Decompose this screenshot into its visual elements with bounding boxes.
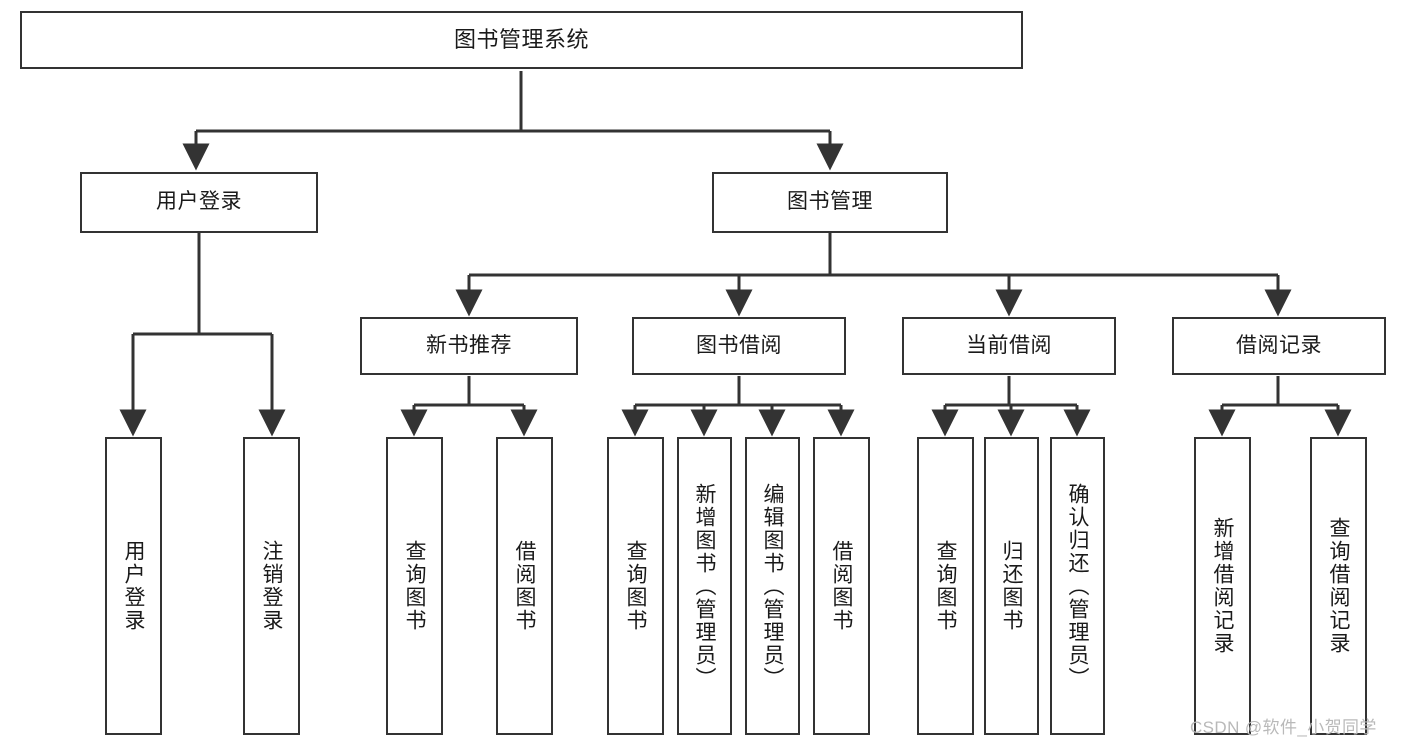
- leaf-logout-login[interactable]: 注销登录: [243, 437, 300, 735]
- node-book-management-label: 图书管理: [787, 190, 873, 214]
- leaf-query-book-2-label: 查询图书: [624, 540, 647, 632]
- leaf-add-record-label: 新增借阅记录: [1211, 517, 1234, 655]
- node-book-borrow[interactable]: 图书借阅: [632, 317, 846, 375]
- leaf-query-book-3[interactable]: 查询图书: [917, 437, 974, 735]
- leaf-query-book-3-label: 查询图书: [934, 540, 957, 632]
- leaf-query-record-label: 查询借阅记录: [1327, 517, 1350, 655]
- node-current-borrow-label: 当前借阅: [966, 333, 1052, 357]
- leaf-confirm-return[interactable]: 确认归还（管理员）: [1050, 437, 1105, 735]
- leaf-borrow-book-1-label: 借阅图书: [513, 540, 536, 632]
- leaf-add-book[interactable]: 新增图书（管理员）: [677, 437, 732, 735]
- leaf-edit-book-label: 编辑图书（管理员）: [761, 482, 784, 690]
- leaf-query-record[interactable]: 查询借阅记录: [1310, 437, 1367, 735]
- node-new-book-recommend[interactable]: 新书推荐: [360, 317, 578, 375]
- leaf-query-book-1[interactable]: 查询图书: [386, 437, 443, 735]
- leaf-add-book-label: 新增图书（管理员）: [693, 482, 716, 690]
- leaf-borrow-book-2[interactable]: 借阅图书: [813, 437, 870, 735]
- leaf-user-login[interactable]: 用户登录: [105, 437, 162, 735]
- node-root-label: 图书管理系统: [453, 27, 589, 53]
- node-user-login-label: 用户登录: [156, 190, 242, 214]
- leaf-query-book-1-label: 查询图书: [403, 540, 426, 632]
- node-root[interactable]: 图书管理系统: [20, 11, 1023, 69]
- leaf-confirm-return-label: 确认归还（管理员）: [1066, 482, 1089, 690]
- leaf-return-book-label: 归还图书: [1000, 540, 1023, 632]
- leaf-return-book[interactable]: 归还图书: [984, 437, 1039, 735]
- node-book-borrow-label: 图书借阅: [696, 333, 782, 357]
- leaf-query-book-2[interactable]: 查询图书: [607, 437, 664, 735]
- node-borrow-record[interactable]: 借阅记录: [1172, 317, 1386, 375]
- leaf-user-login-label: 用户登录: [122, 540, 145, 632]
- leaf-edit-book[interactable]: 编辑图书（管理员）: [745, 437, 800, 735]
- node-user-login[interactable]: 用户登录: [80, 172, 318, 233]
- leaf-borrow-book-2-label: 借阅图书: [830, 540, 853, 632]
- leaf-add-record[interactable]: 新增借阅记录: [1194, 437, 1251, 735]
- node-book-management[interactable]: 图书管理: [712, 172, 948, 233]
- leaf-logout-login-label: 注销登录: [260, 540, 283, 632]
- node-new-book-recommend-label: 新书推荐: [426, 333, 512, 357]
- node-current-borrow[interactable]: 当前借阅: [902, 317, 1116, 375]
- leaf-borrow-book-1[interactable]: 借阅图书: [496, 437, 553, 735]
- node-borrow-record-label: 借阅记录: [1236, 333, 1322, 357]
